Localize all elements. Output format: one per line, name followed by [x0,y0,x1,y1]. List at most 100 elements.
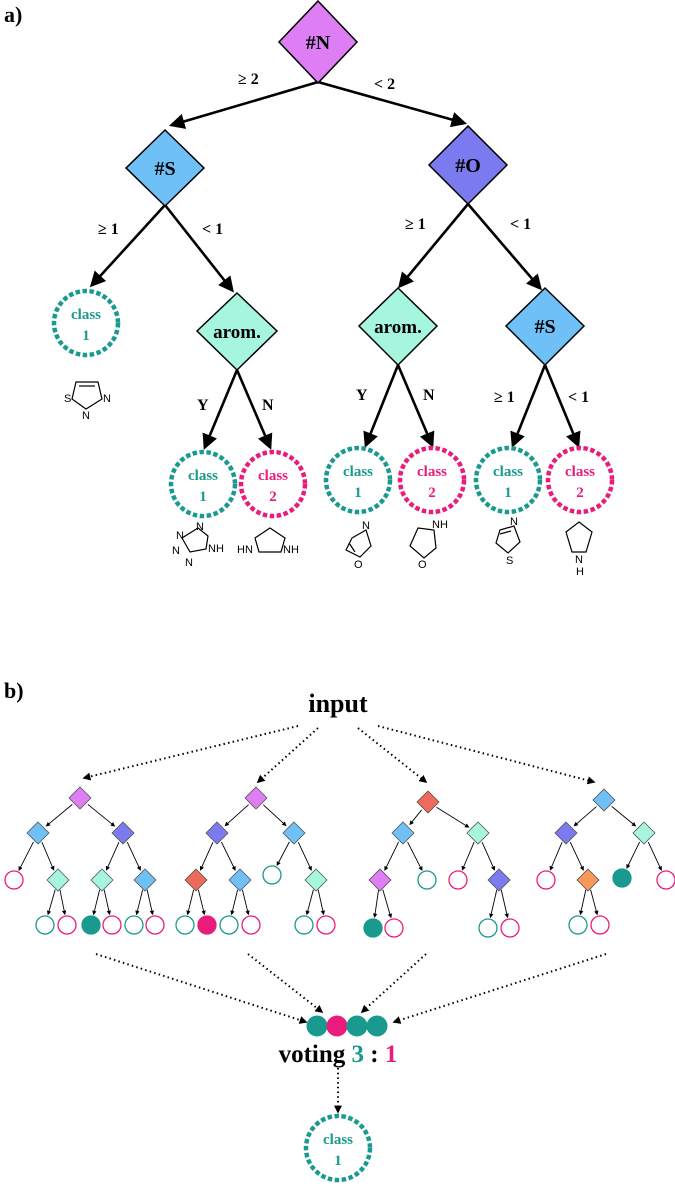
forest-edge [105,841,120,871]
forest-leaf-filled [612,868,632,888]
svg-text:NH: NH [283,544,299,556]
result-class-circle: class 1 [303,1113,373,1183]
svg-text:N: N [362,520,370,532]
forest-split-node [46,868,70,892]
forest-split-node [487,868,511,892]
forest-edge [590,889,599,916]
forest-edge [436,806,470,828]
svg-text:class: class [417,464,447,480]
forest-leaf-filled [81,915,101,935]
forest-leaf [35,915,55,935]
forest-split-node [68,786,92,810]
forest-edge [18,841,34,872]
forest-edge [647,841,662,871]
forest-leaf [102,915,122,935]
forest-edge [126,841,141,871]
forest-edge [263,804,287,827]
molecule-tetrazole: N N N N NH [172,521,224,569]
forest-edge [626,841,641,869]
forest-edge [297,841,312,871]
forest-leaf [316,915,336,935]
voting-text: voting 3 : 1 [279,1041,398,1068]
forest-split-node [244,786,268,810]
leaf-class2-b: class 2 [238,449,308,519]
forest-leaf [478,918,498,938]
leaf-class2-d: class 2 [545,445,615,515]
svg-text:O: O [418,559,427,571]
svg-text:class: class [258,468,288,484]
svg-text:H: H [576,566,584,578]
svg-text:#S: #S [534,316,555,338]
svg-text:1: 1 [354,485,362,501]
forest-edge [382,889,393,919]
edge-o-arom [398,203,470,289]
forest-leaf [417,870,437,890]
forest-edge [573,806,597,827]
molecule-thiadiazole: S N N [64,381,111,422]
forest-edge [461,842,475,871]
forest-edge [409,809,423,826]
forest-split-node [111,821,135,845]
molecule-imidazolidine: HN NH [237,527,299,556]
forest-edge [46,889,56,916]
node-s-left: #S [124,128,206,208]
edge-label-o-lt1: < 1 [510,216,531,233]
svg-text:class: class [565,464,595,480]
forest-leaf [262,865,282,885]
svg-text:class: class [71,307,101,323]
molecule-thiazole: N S [495,516,521,567]
forest-leaf [536,870,556,890]
forest-edge [59,889,67,916]
forest-edge [230,889,239,916]
svg-text:HN: HN [237,544,253,556]
forest [4,786,675,938]
forest-edge [317,889,326,916]
svg-text:class: class [493,464,523,480]
svg-text:S: S [506,555,513,567]
edge-label-s2-ge1: ≥ 1 [494,389,515,406]
svg-text:1: 1 [82,328,90,344]
svg-text:N: N [575,554,583,566]
vote-circle-class2 [326,1015,348,1037]
edge-label-arom2-n: N [423,387,435,404]
svg-text:N: N [510,516,518,528]
panel-a-label: a) [4,2,22,27]
forest-split-node [133,868,157,892]
forest-edge [276,841,290,867]
forest-split-node [205,821,229,845]
svg-text:2: 2 [269,489,277,505]
votes-class1: 3 [352,1041,365,1068]
vote-circle-class1 [346,1015,368,1037]
svg-text:class: class [188,468,218,484]
svg-text:1: 1 [504,485,512,501]
edge-arom2-y [363,364,400,448]
svg-text:N: N [103,393,111,405]
edge-label-arom-y: Y [197,397,209,414]
forest-split-node [304,868,328,892]
edge-label-lt2: < 2 [374,76,395,93]
edge-label-s-lt1: < 1 [202,221,223,238]
input-label: input [308,689,368,718]
forest-edge [87,803,116,827]
votes-class2: 1 [385,1041,398,1068]
node-arom-right: arom. [357,286,439,367]
forest-leaf [219,915,239,935]
edge-s2-ge1 [510,364,547,448]
forest-edge [146,889,155,916]
edge-s2-lt1 [543,364,581,448]
forest-split-node [592,788,616,812]
forest-edge [220,841,236,871]
forest-edge [569,841,584,871]
forest-edge [500,889,509,919]
edge-root-left [169,80,319,129]
svg-text:#N: #N [306,32,331,54]
edge-label-arom-n: N [262,397,274,414]
leaf-class1-c: class 1 [323,445,393,515]
node-s-right: #S [504,286,586,367]
svg-text:1: 1 [334,1153,342,1169]
svg-text:NH: NH [432,519,448,531]
forest-leaf [590,915,610,935]
svg-text:NH: NH [208,543,224,555]
svg-text:N: N [196,521,204,533]
